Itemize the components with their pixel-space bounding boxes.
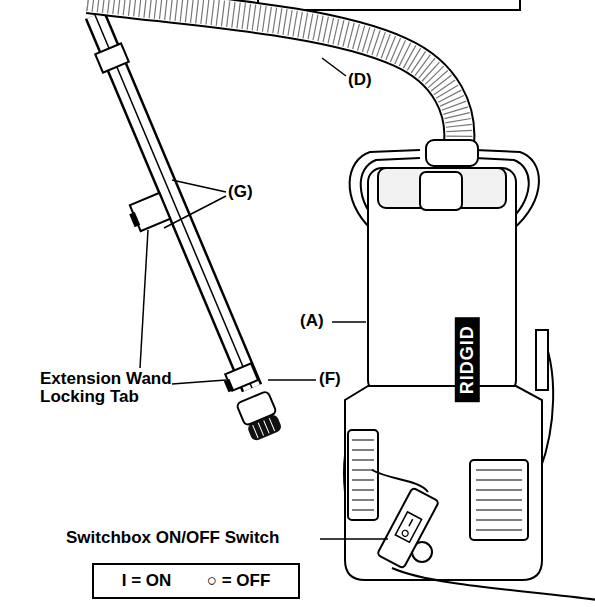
brand-logo: RIDGID <box>454 318 479 403</box>
switch-legend-text: I = ON <box>122 571 172 591</box>
vacuum-body <box>345 168 542 580</box>
callout-letter: (A) <box>300 312 324 330</box>
brush-head <box>236 391 284 443</box>
switchbox <box>377 487 439 568</box>
part-label: Switchbox ON/OFF Switch <box>66 529 279 547</box>
leader-lines <box>140 58 388 539</box>
hose <box>88 0 459 152</box>
callout-letter: (D) <box>348 71 372 89</box>
extension-wand <box>95 15 258 392</box>
vent-grille <box>352 440 522 530</box>
callout-letter: (F) <box>319 370 341 388</box>
part-label: Extension Wand Locking Tab <box>40 370 190 407</box>
switch-legend-text: ○ = OFF <box>207 571 271 591</box>
callout-letter: (G) <box>228 183 253 201</box>
legend-box: I = ON ○ = OFF <box>92 563 300 599</box>
power-cord <box>372 470 595 600</box>
